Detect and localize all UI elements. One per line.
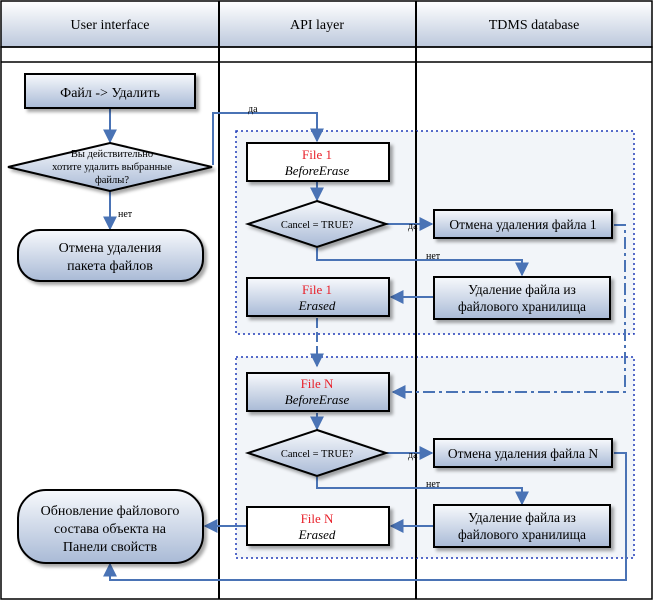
- confirm-line-1: Вы действительно: [71, 149, 153, 160]
- lane-title-user-interface: User interface: [71, 18, 150, 33]
- cancel-file-1-text: Отмена удаления файла 1: [449, 217, 596, 232]
- file1-erased-title: File 1: [302, 282, 332, 297]
- fileN-erased-title: File N: [301, 511, 334, 526]
- lane-headers: User interface API layer TDMS database: [0, 0, 653, 48]
- label-no-n: нет: [426, 479, 441, 490]
- fileN-before-event: BeforeErase: [285, 392, 350, 407]
- node-cancel-check-1: Cancel = TRUE?: [244, 199, 390, 249]
- cancel-file-n-text: Отмена удаления файла N: [448, 446, 598, 461]
- label-yes-1: да: [408, 221, 418, 232]
- connectors: [103, 109, 627, 581]
- lane-title-tdms-database: TDMS database: [489, 18, 580, 33]
- node-cancel-package: Отмена удаления пакета файлов: [17, 229, 204, 282]
- edge-confirm-yes: [212, 112, 324, 165]
- header-bar: [0, 0, 653, 48]
- node-confirm-question: Вы действительно хотите удалить выбранны…: [7, 141, 213, 193]
- cancel-package-line-2: пакета файлов: [67, 259, 153, 274]
- delete-storage-1-line-2: файлового хранилища: [458, 299, 586, 314]
- delete-storage-1-line-1: Удаление файла из: [468, 282, 576, 297]
- label-yes-confirm: да: [248, 104, 258, 115]
- cancel-check-1-text: Cancel = TRUE?: [281, 220, 354, 231]
- edge-cancel1-to-beforeN: [391, 224, 626, 399]
- edge-labels: да нет да нет да нет: [118, 104, 441, 490]
- node-fileN-before-erase: File N BeforeErase: [246, 372, 390, 412]
- edge-cancelN-to-update: [103, 452, 627, 581]
- node-cancel-file-n: Отмена удаления файла N: [433, 438, 613, 468]
- fileN-erased-event: Erased: [298, 527, 336, 542]
- delete-storage-n-line-1: Удаление файла из: [468, 510, 576, 525]
- node-delete-storage-1: Удаление файла из файлового хранилища: [433, 276, 611, 320]
- update-props-line-3: Панели свойств: [63, 540, 158, 555]
- lane-title-api-layer: API layer: [290, 18, 344, 33]
- label-yes-n: да: [408, 450, 418, 461]
- label-no-1: нет: [426, 251, 441, 262]
- cancel-package-line-1: Отмена удаления: [59, 241, 162, 256]
- node-file1-erased: File 1 Erased: [246, 277, 390, 317]
- confirm-line-3: файлы?: [95, 175, 129, 186]
- node-file-delete-text: Файл -> Удалить: [60, 86, 160, 101]
- lanes-frame: [0, 46, 653, 600]
- node-cancel-file-1: Отмена удаления файла 1: [433, 209, 613, 239]
- node-fileN-erased: File N Erased: [246, 506, 390, 546]
- fileN-before-title: File N: [301, 376, 334, 391]
- node-delete-storage-n: Удаление файла из файлового хранилища: [433, 504, 611, 548]
- node-cancel-check-n: Cancel = TRUE?: [244, 428, 390, 478]
- confirm-line-2: хотите удалить выбранные: [52, 162, 172, 173]
- node-update-props: Обновление файлового состава объекта на …: [17, 489, 204, 564]
- file1-before-title: File 1: [302, 147, 332, 162]
- label-no-confirm: нет: [118, 209, 133, 220]
- update-props-line-1: Обновление файлового: [41, 504, 180, 519]
- update-props-line-2: состава объекта на: [54, 522, 167, 537]
- edge-check1-no: [316, 248, 529, 277]
- file1-before-event: BeforeErase: [285, 163, 350, 178]
- node-file1-before-erase: File 1 BeforeErase: [246, 142, 390, 182]
- file1-erased-event: Erased: [298, 298, 336, 313]
- cancel-check-n-text: Cancel = TRUE?: [281, 449, 354, 460]
- edge-checkN-no: [316, 477, 529, 506]
- node-file-delete: Файл -> Удалить: [24, 73, 196, 109]
- delete-storage-n-line-2: файлового хранилища: [458, 527, 586, 542]
